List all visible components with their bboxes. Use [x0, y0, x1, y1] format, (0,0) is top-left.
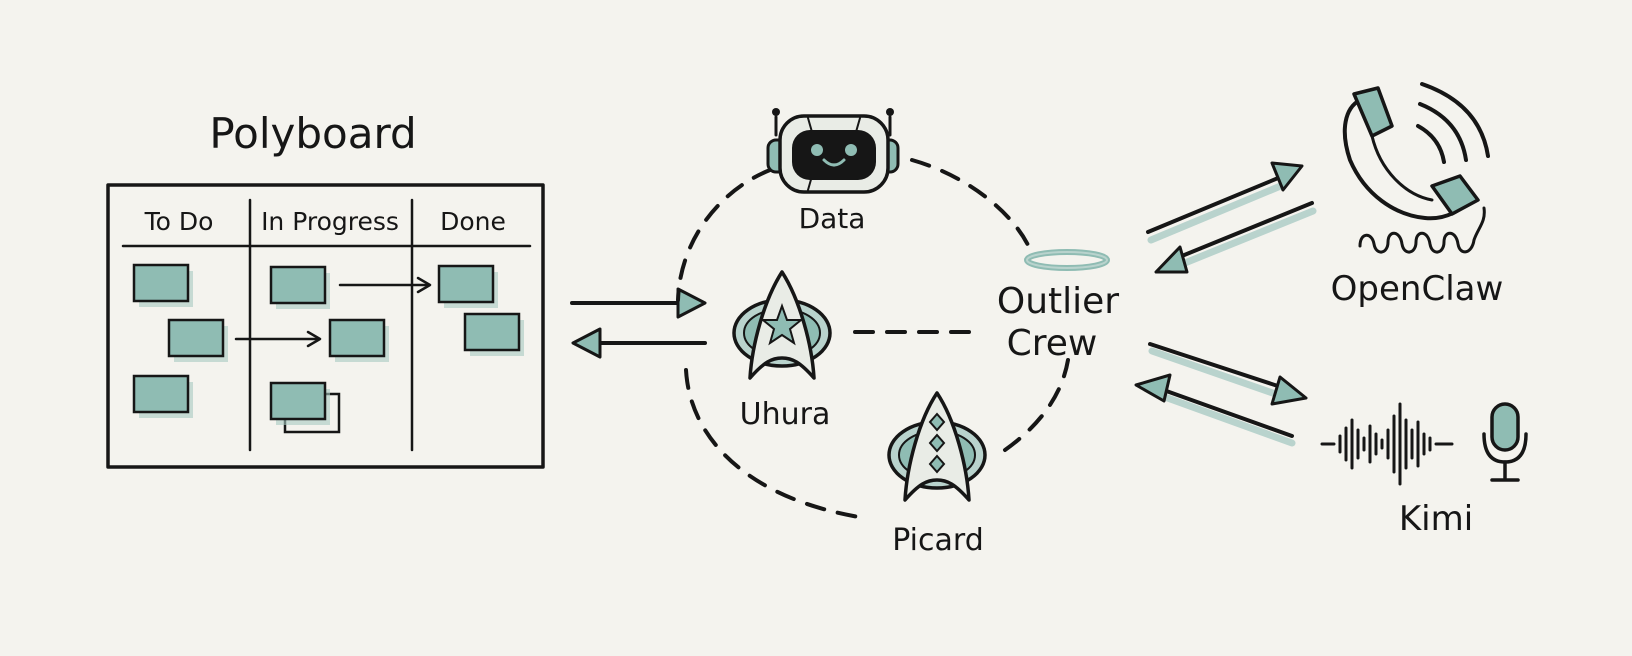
crew-title-line1: Outlier — [997, 281, 1119, 322]
card — [437, 264, 498, 308]
telephone-icon — [1342, 82, 1490, 254]
crew-member-picard-label: Picard — [892, 523, 984, 558]
card-move-arrow — [234, 330, 322, 348]
halo-icon — [1024, 249, 1110, 271]
crew-member-uhura-label: Uhura — [740, 397, 831, 432]
card — [269, 265, 330, 309]
kimi-to-crew-arrow — [1134, 373, 1296, 447]
polyboard: Polyboard To Do In Progress Done — [106, 109, 545, 469]
openclaw-to-crew-arrow — [1154, 201, 1317, 274]
crew-title-line2: Crew — [1007, 323, 1098, 364]
kimi-label: Kimi — [1399, 499, 1473, 539]
card — [132, 263, 193, 307]
card — [167, 318, 228, 362]
card-move-arrow — [338, 276, 432, 294]
crew-to-board-arrow — [571, 327, 707, 359]
column-header-in-progress: In Progress — [261, 207, 399, 236]
card — [463, 312, 524, 356]
board-frame — [106, 183, 545, 469]
robot-icon — [766, 108, 900, 194]
board-to-crew-arrow — [570, 287, 707, 319]
crew-to-kimi-arrow — [1148, 342, 1308, 406]
board-title: Polyboard — [209, 109, 416, 158]
board-cards — [132, 263, 524, 434]
card — [328, 318, 389, 362]
column-header-done: Done — [440, 207, 506, 236]
starfleet-delta-icon — [732, 270, 832, 380]
crew-member-data-label: Data — [799, 202, 866, 235]
crew-to-openclaw-arrow — [1146, 161, 1304, 244]
openclaw-label: OpenClaw — [1331, 269, 1504, 309]
card-stack — [269, 381, 341, 434]
crew-cycle-ring — [676, 158, 1070, 520]
column-header-todo: To Do — [144, 207, 214, 236]
starfleet-delta-captain-icon — [887, 391, 987, 502]
soundwave-microphone-icon — [1320, 402, 1528, 486]
card — [132, 374, 193, 418]
